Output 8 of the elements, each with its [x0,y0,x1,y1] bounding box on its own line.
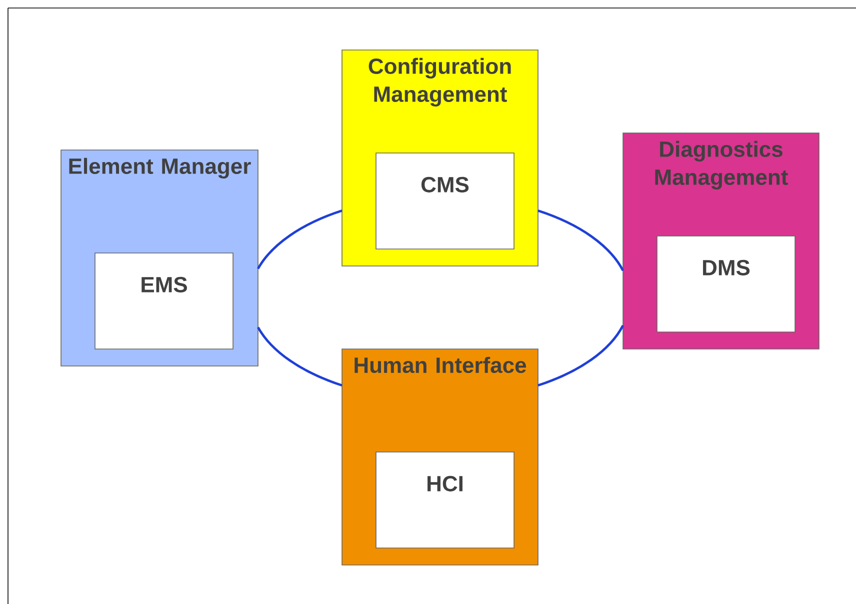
connector-arc [538,209,624,272]
connector-arc [256,326,342,387]
component-box: CMS [376,152,514,250]
connector-arc [538,324,624,387]
component-box: EMS [94,252,234,350]
component-box: HCI [376,452,514,548]
connector-arc [256,209,342,270]
component-box: DMS [656,236,796,332]
